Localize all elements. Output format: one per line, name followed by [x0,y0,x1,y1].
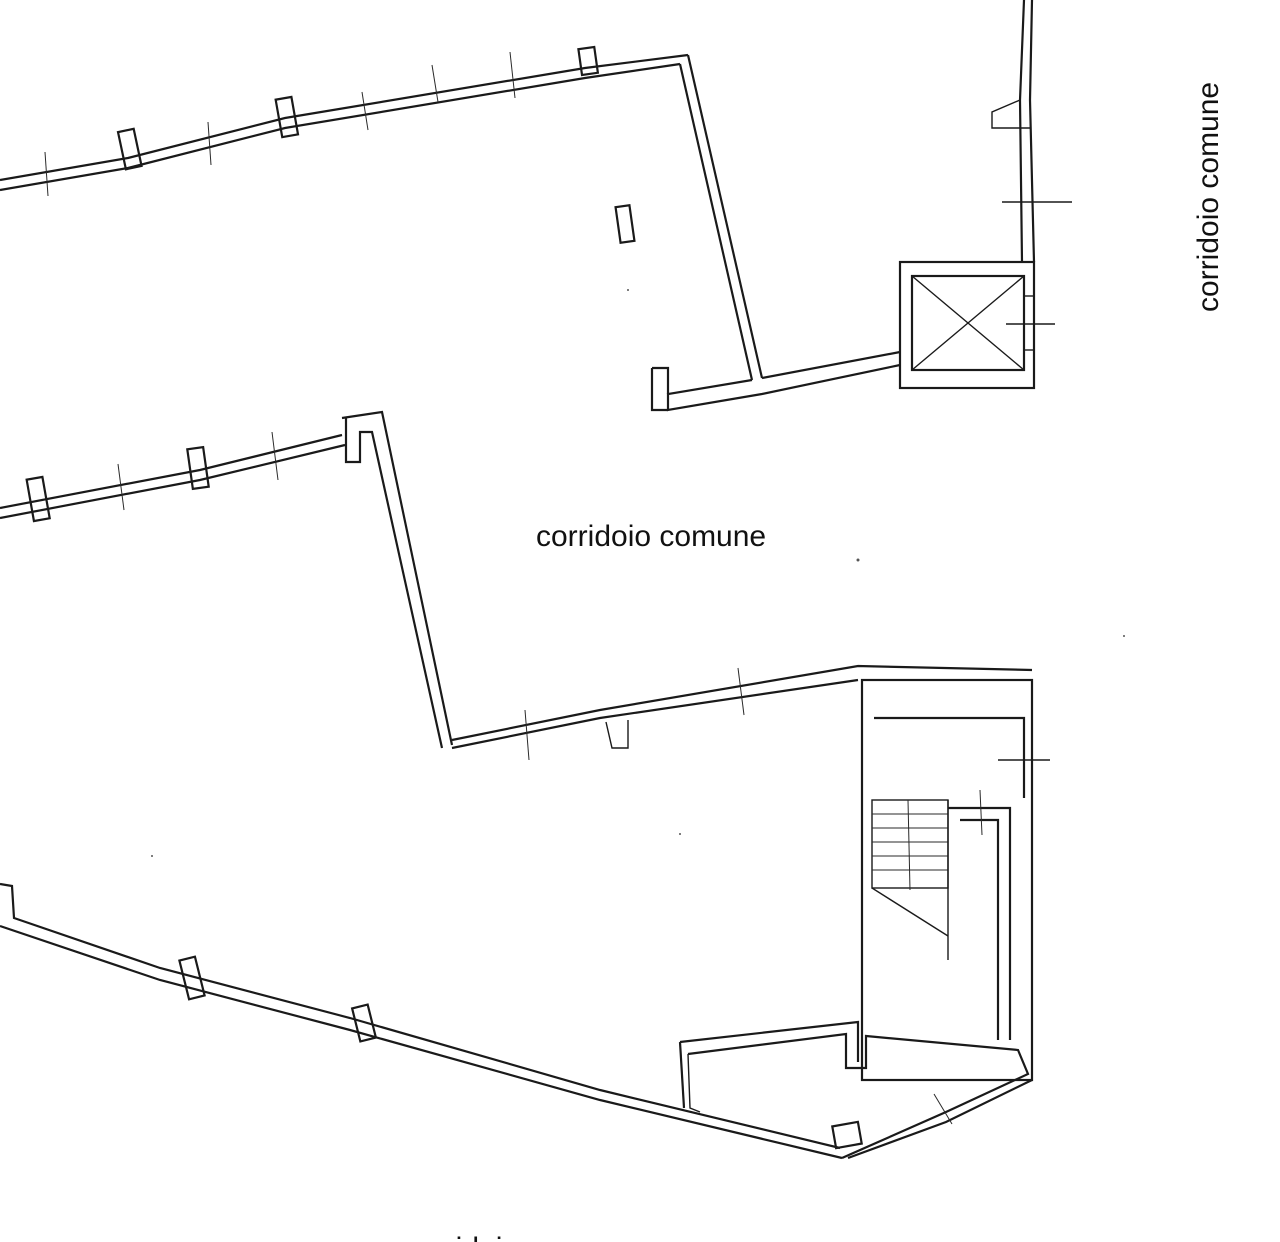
upper-unit [0,45,901,412]
stair-core [860,678,1050,1082]
corridor-label-bottom: corridoio comune [404,1232,634,1242]
elevator-shaft [898,260,1055,390]
middle-unit [0,410,1033,761]
corridor-label-right: corridoio comune [1192,82,1225,312]
corridor-label-center: corridoio comune [536,520,766,553]
bottom-unit [0,882,1033,1160]
right-corridor-wall [991,0,1072,388]
